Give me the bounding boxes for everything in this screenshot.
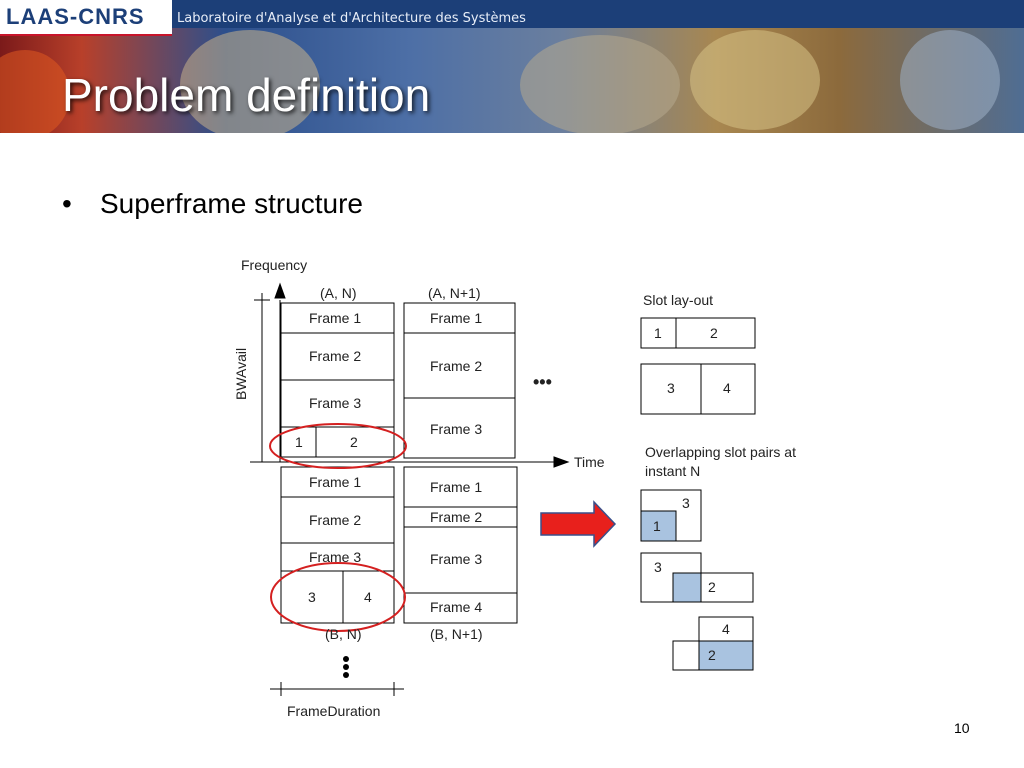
column-label-b-n: (B, N) <box>325 626 362 642</box>
time-axis-arrow <box>553 456 570 468</box>
slot-label: 2 <box>708 647 716 663</box>
overlap-highlight <box>698 640 754 671</box>
frame-label: Frame 1 <box>309 310 361 326</box>
banner-decoration <box>520 35 680 133</box>
column-label-a-n: (A, N) <box>320 285 357 301</box>
frame-box <box>403 397 516 459</box>
slot-label: 2 <box>350 434 358 450</box>
highlight-ellipse <box>269 423 407 469</box>
laas-logo: LAAS-CNRS <box>0 0 172 36</box>
slot-label: 4 <box>723 380 731 396</box>
header-banner: LAAS-CNRS Laboratoire d'Analyse et d'Arc… <box>0 0 1024 133</box>
slot-label: 3 <box>308 589 316 605</box>
frame-box <box>403 592 518 624</box>
slot-label: 1 <box>653 518 661 534</box>
frequency-label: Frequency <box>241 257 307 273</box>
frame-label: Frame 3 <box>430 551 482 567</box>
slot-box <box>280 570 395 624</box>
slot-label: 1 <box>295 434 303 450</box>
banner-decoration <box>180 30 320 133</box>
vertical-ellipsis-dot <box>343 656 349 662</box>
page-number: 10 <box>954 720 970 736</box>
banner-decoration <box>690 30 820 130</box>
slot-box <box>280 426 395 458</box>
frame-label: Frame 3 <box>430 421 482 437</box>
frequency-axis-arrow <box>274 282 286 299</box>
overlap-title: instant N <box>645 463 700 479</box>
frame-label: Frame 1 <box>309 474 361 490</box>
column-label-b-n1: (B, N+1) <box>430 626 483 642</box>
frame-label: Frame 2 <box>309 512 361 528</box>
frame-label: Frame 2 <box>430 509 482 525</box>
banner-decoration <box>0 50 70 133</box>
bwavail-label: BWAvail <box>233 348 249 400</box>
frameduration-label: FrameDuration <box>287 703 380 719</box>
bullet-text: Superframe structure <box>100 188 363 219</box>
slot-label: 4 <box>364 589 372 605</box>
vertical-ellipsis-dot <box>343 664 349 670</box>
slot-layout-title: Slot lay-out <box>643 292 713 308</box>
slot-label: 2 <box>710 325 718 341</box>
banner-decoration <box>900 30 1000 130</box>
frame-label: Frame 3 <box>309 549 361 565</box>
frame-label: Frame 3 <box>309 395 361 411</box>
overlap-title: Overlapping slot pairs at <box>645 444 796 460</box>
slot-layout-box <box>640 317 756 349</box>
horizontal-ellipsis: ••• <box>533 372 552 392</box>
slot-label: 3 <box>682 495 690 511</box>
slot-label: 3 <box>654 559 662 575</box>
overlap-highlight <box>640 510 677 542</box>
vertical-ellipsis-dot <box>343 672 349 678</box>
time-label: Time <box>574 454 605 470</box>
slot-label: 4 <box>722 621 730 637</box>
slot-label: 3 <box>667 380 675 396</box>
lab-name: Laboratoire d'Analyse et d'Architecture … <box>177 11 526 26</box>
bullet-item: • Superframe structure <box>62 188 363 220</box>
slot-label: 1 <box>654 325 662 341</box>
frame-label: Frame 1 <box>430 479 482 495</box>
frame-label: Frame 2 <box>430 358 482 374</box>
column-label-a-n1: (A, N+1) <box>428 285 481 301</box>
page-title: Problem definition <box>62 69 431 121</box>
transition-arrow <box>540 500 617 548</box>
highlight-ellipse <box>270 562 406 632</box>
frame-label: Frame 1 <box>430 310 482 326</box>
frame-label: Frame 4 <box>430 599 482 615</box>
bullet-marker: • <box>62 188 72 219</box>
frame-label: Frame 2 <box>309 348 361 364</box>
slot-label: 2 <box>708 579 716 595</box>
overlap-highlight <box>672 572 702 603</box>
slot-layout-box <box>640 363 756 415</box>
